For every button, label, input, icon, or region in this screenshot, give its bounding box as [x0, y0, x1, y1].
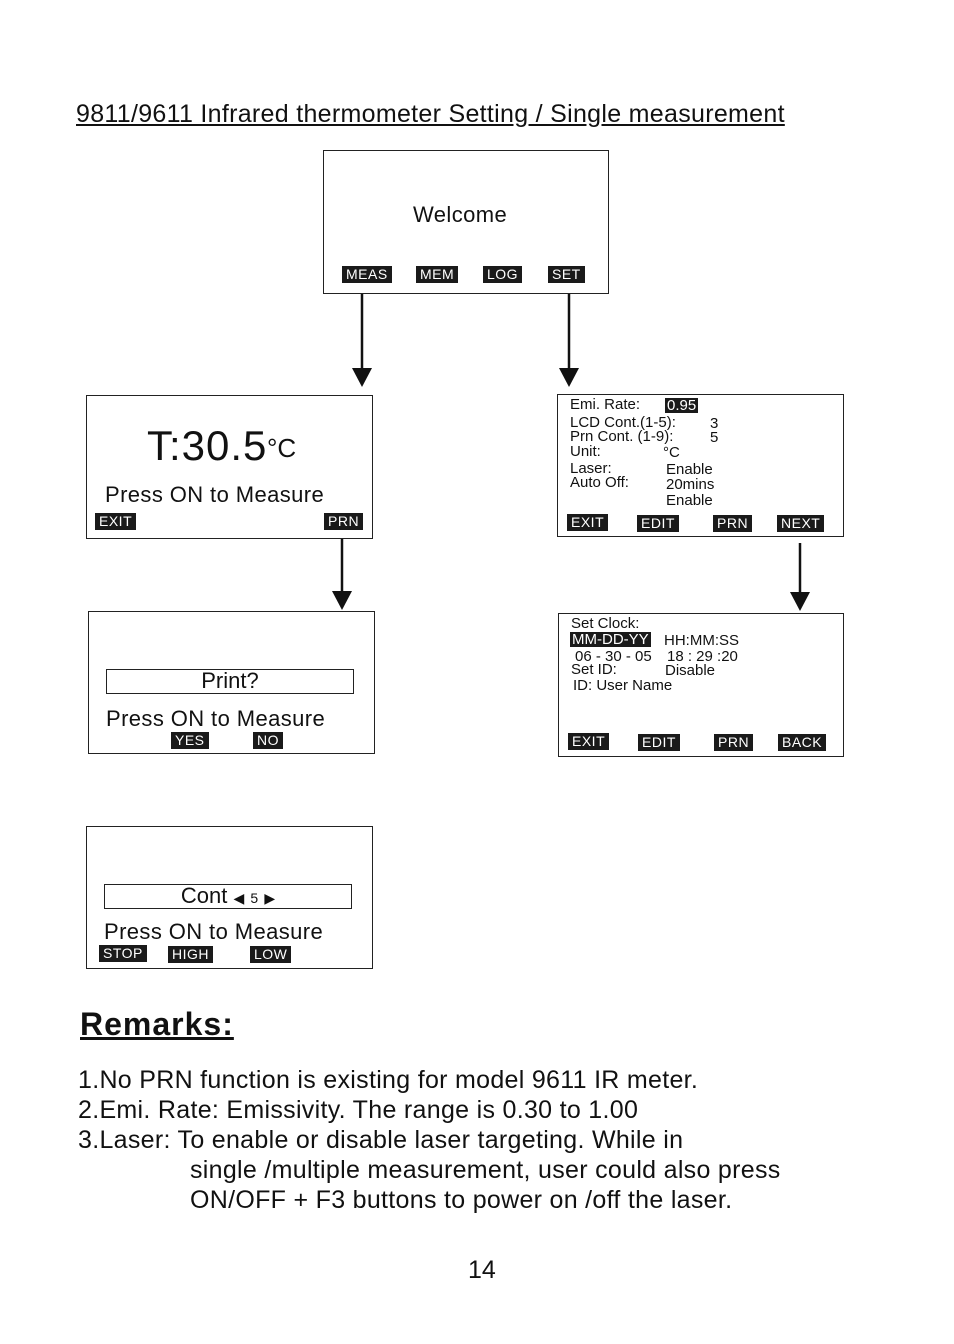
prn-cont-label: Prn Cont. (1-9): [570, 428, 674, 445]
arrow-right-icon[interactable]: ▶ [264, 890, 276, 906]
print-prompt: Press ON to Measure [106, 706, 326, 731]
prn-button[interactable]: PRN [714, 734, 754, 751]
arrowhead [790, 592, 810, 611]
cont-field: Cont ◀ 5 ▶ [104, 884, 352, 909]
prn-cont-value: 5 [710, 429, 719, 446]
yes-button[interactable]: YES [171, 732, 209, 749]
cont-prompt: Press ON to Measure [104, 919, 324, 944]
remark-line-4: single /multiple measurement, user could… [190, 1156, 781, 1184]
settings-screen: Emi. Rate: 0.95 LCD Cont.(1-5): 3 Prn Co… [557, 394, 844, 537]
exit-button[interactable]: EXIT [95, 513, 137, 530]
welcome-screen: Welcome MEAS MEM LOG SET [323, 150, 609, 294]
remarks-heading: Remarks: [80, 1006, 234, 1042]
arrowhead [559, 368, 579, 387]
cont-value: 5 [250, 890, 259, 906]
back-button[interactable]: BACK [778, 734, 827, 751]
set-button[interactable]: SET [548, 266, 585, 283]
mem-button[interactable]: MEM [416, 266, 459, 283]
remark-line-1: 1.No PRN function is existing for model … [78, 1066, 699, 1094]
cont-screen: Cont ◀ 5 ▶ Press ON to Measure STOP HIGH… [86, 826, 373, 969]
temperature-reading: T:30.5 [147, 422, 268, 469]
auto-off-label: Auto Off: [570, 474, 629, 491]
print-screen: Print? Press ON to Measure YES NO [88, 611, 375, 754]
set-id-value: Disable [665, 662, 716, 679]
set-clock-label: Set Clock: [571, 615, 640, 632]
arrowhead [352, 368, 372, 387]
remark-line-5: ON/OFF + F3 buttons to power on /off the… [190, 1186, 733, 1214]
set-id-label: Set ID: [571, 661, 617, 678]
meas-button[interactable]: MEAS [342, 266, 392, 283]
date-value: 06 - 30 - 05 [575, 648, 652, 665]
edit-button[interactable]: EDIT [637, 515, 679, 532]
lcd-cont-value: 3 [710, 415, 719, 432]
remark-line-3: 3.Laser: To enable or disable laser targ… [78, 1126, 684, 1154]
measure-screen: T:30.5 °C Press ON to Measure EXIT PRN [86, 395, 373, 539]
auto-off-value: 20mins [666, 476, 715, 493]
exit-button[interactable]: EXIT [568, 733, 610, 750]
stop-button[interactable]: STOP [99, 945, 147, 962]
exit-button[interactable]: EXIT [567, 514, 609, 531]
temperature-unit: °C [267, 433, 297, 463]
extra-setting-value: Enable [666, 492, 713, 509]
emi-rate-value[interactable]: 0.95 [665, 397, 699, 414]
laser-value: Enable [666, 461, 713, 478]
clock-screen: Set Clock: MM-DD-YY HH:MM:SS 06 - 30 - 0… [558, 613, 844, 757]
high-button[interactable]: HIGH [168, 946, 213, 963]
unit-value: °C [663, 444, 680, 461]
arrowhead [332, 591, 352, 610]
page-number: 14 [468, 1256, 496, 1284]
low-button[interactable]: LOW [250, 946, 292, 963]
prn-button[interactable]: PRN [713, 515, 753, 532]
arrow-left-icon[interactable]: ◀ [233, 890, 245, 906]
log-button[interactable]: LOG [483, 266, 523, 283]
edit-button[interactable]: EDIT [638, 734, 680, 751]
prn-button[interactable]: PRN [324, 513, 364, 530]
no-button[interactable]: NO [253, 732, 283, 749]
page-title: 9811/9611 Infrared thermometer Setting /… [76, 100, 785, 128]
welcome-text: Welcome [413, 202, 508, 227]
date-format[interactable]: MM-DD-YY [570, 631, 651, 648]
cont-label: Cont [180, 883, 228, 908]
id-user-name: ID: User Name [573, 677, 673, 694]
measure-prompt: Press ON to Measure [105, 482, 325, 507]
laser-label: Laser: [570, 460, 612, 477]
print-question: Print? [106, 669, 354, 694]
time-value: 18 : 29 :20 [667, 648, 738, 665]
remark-line-2: 2.Emi. Rate: Emissivity. The range is 0.… [78, 1096, 639, 1124]
emi-rate-label: Emi. Rate: [570, 396, 641, 413]
unit-label: Unit: [570, 443, 601, 460]
lcd-cont-label: LCD Cont.(1-5): [570, 414, 676, 431]
next-button[interactable]: NEXT [777, 515, 825, 532]
time-format: HH:MM:SS [664, 632, 739, 649]
